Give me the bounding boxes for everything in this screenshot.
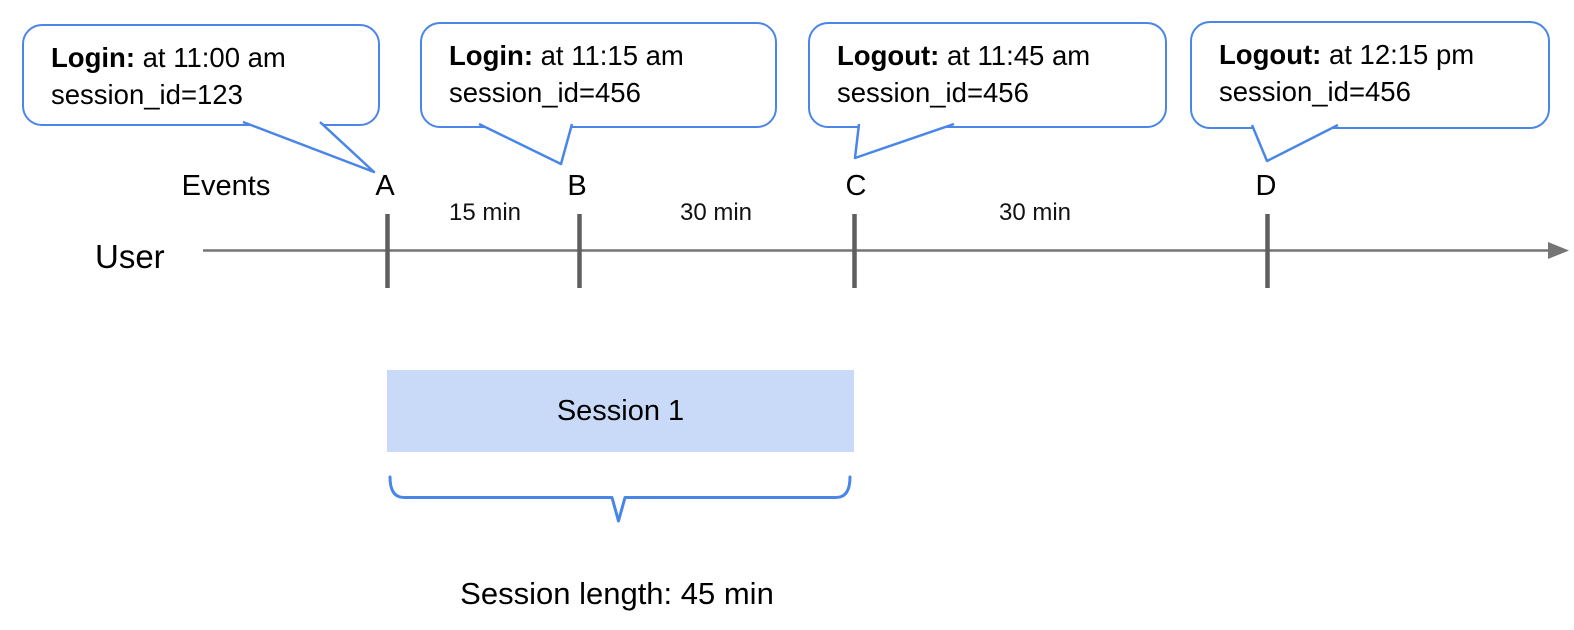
callout-logout-event-c: Logout: at 11:45 am session_id=456 xyxy=(808,22,1167,128)
session-length-brace xyxy=(388,475,852,523)
event-time-label: at 11:00 am xyxy=(135,42,286,73)
interval-label-ab: 15 min xyxy=(448,199,522,226)
callout-tail-a xyxy=(242,120,376,174)
event-marker-c: C xyxy=(845,170,867,202)
session-id-label: session_id=456 xyxy=(1219,76,1411,107)
event-time-label: at 11:15 am xyxy=(533,40,684,71)
interval-label-bc: 30 min xyxy=(679,199,753,226)
event-marker-a: A xyxy=(375,170,395,202)
callout-login-event-b: Login: at 11:15 am session_id=456 xyxy=(420,22,777,128)
callout-login-event-a: Login: at 11:00 am session_id=123 xyxy=(22,24,380,126)
callout-line1: Logout: at 12:15 pm xyxy=(1219,36,1540,73)
callout-logout-event-d: Logout: at 12:15 pm session_id=456 xyxy=(1190,21,1550,129)
event-time-label: at 11:45 am xyxy=(939,40,1091,71)
event-marker-b: B xyxy=(567,170,587,202)
event-type-label: Logout: xyxy=(837,40,940,71)
event-time-label: at 12:15 pm xyxy=(1321,39,1475,70)
callout-line1: Logout: at 11:45 am xyxy=(837,37,1157,74)
user-row-label: User xyxy=(95,238,165,275)
event-type-label: Login: xyxy=(51,42,135,73)
session-1-bar-label: Session 1 xyxy=(556,394,685,427)
session-id-label: session_id=456 xyxy=(449,77,641,108)
callout-tail-b xyxy=(478,122,574,166)
event-type-label: Login: xyxy=(449,40,533,71)
callout-tail-c xyxy=(853,122,955,160)
events-row-label: Events xyxy=(181,170,271,202)
interval-label-cd: 30 min xyxy=(998,199,1072,226)
event-marker-d: D xyxy=(1255,170,1277,202)
callout-tail-d xyxy=(1250,123,1339,163)
session-id-label: session_id=456 xyxy=(837,77,1029,108)
session-length-label: Session length: 45 min xyxy=(460,576,774,611)
callout-line1: Login: at 11:00 am xyxy=(51,39,370,76)
event-type-label: Logout: xyxy=(1219,39,1322,70)
timeline-arrowhead-icon xyxy=(1548,242,1569,259)
session-id-label: session_id=123 xyxy=(51,79,243,110)
session-1-bar: Session 1 xyxy=(387,370,854,452)
callout-line1: Login: at 11:15 am xyxy=(449,37,767,74)
